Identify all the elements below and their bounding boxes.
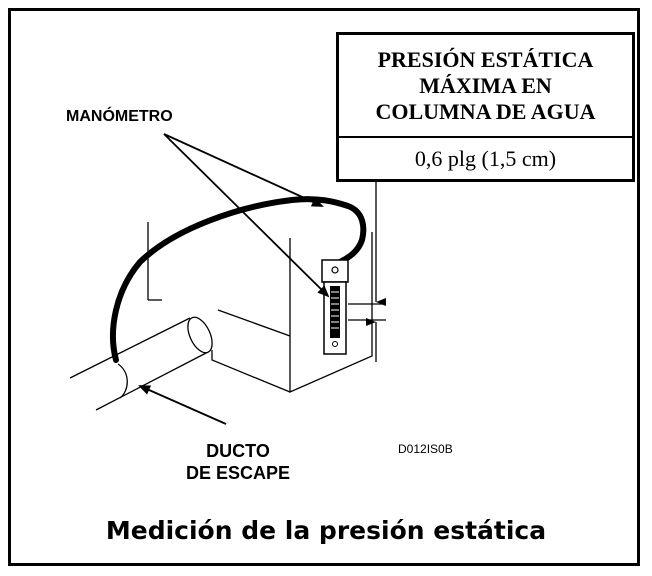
manometer-tube	[110, 196, 367, 363]
spec-title-line: MÁXIMA EN	[419, 72, 552, 98]
spec-title-line: PRESIÓN ESTÁTICA	[377, 46, 594, 72]
duct-label-line2: DE ESCAPE	[186, 463, 291, 483]
manometer-arrow-tube	[163, 133, 324, 207]
duct-label-line1: DUCTO	[206, 441, 270, 461]
figure-caption: Medición de la presión estática	[105, 516, 547, 545]
manometer-label: MANÓMETRO	[66, 108, 173, 125]
manometer-arrow-gauge	[163, 133, 330, 298]
duct-arrow	[138, 385, 227, 425]
callout-arrows	[138, 133, 330, 425]
manometer-gauge	[321, 259, 349, 355]
max-static-pressure-box: PRESIÓN ESTÁTICA MÁXIMA EN COLUMNA DE AG…	[336, 32, 635, 182]
spec-title-line: COLUMNA DE AGUA	[375, 98, 596, 124]
exhaust-duct	[69, 316, 213, 411]
outer-border	[8, 8, 640, 566]
figure-code: D012IS0B	[398, 442, 453, 456]
appliance-box	[147, 222, 373, 393]
spec-title: PRESIÓN ESTÁTICA MÁXIMA EN COLUMNA DE AG…	[339, 35, 632, 138]
spec-value: 0,6 plg (1,5 cm)	[414, 145, 557, 171]
pressure-dimension	[348, 180, 386, 362]
duct-label: DUCTO DE ESCAPE	[186, 440, 290, 484]
